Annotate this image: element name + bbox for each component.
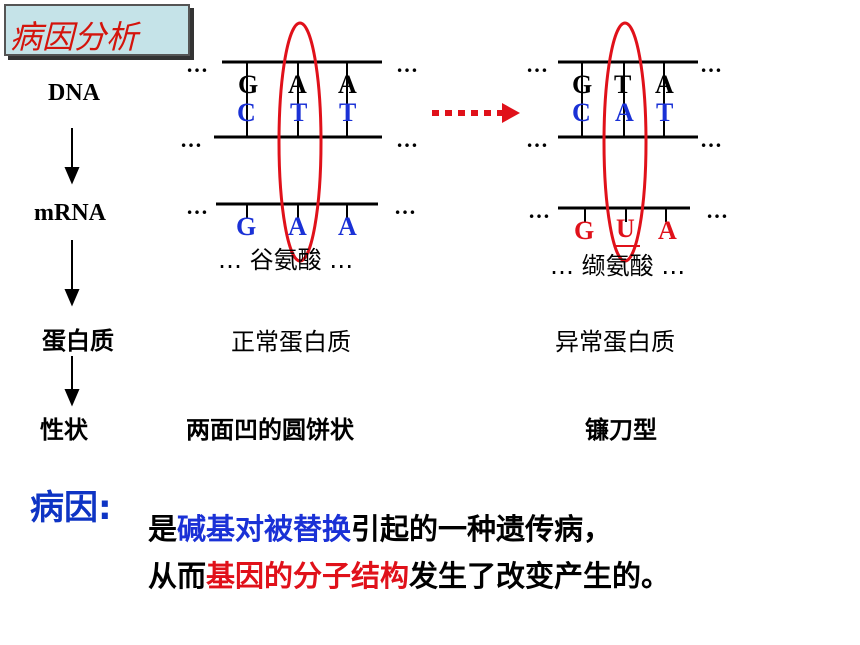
ellipsis: … [700,52,722,77]
cause-line-1-prefix: 是 [148,512,178,546]
ellipsis: … [700,127,722,152]
normal-dna-top-base: A [288,70,307,99]
cause-line-2: 从而基因的分子结构发生了改变产生的。 [148,553,670,595]
normal-mrna-base: A [338,212,357,241]
abnormal-dna-top-base: T [614,70,632,99]
abnormal-trait: 镰刀型 [585,416,657,444]
ellipsis: … [186,194,208,219]
normal-dna-top-base: A [338,70,357,99]
abnormal-mrna-base: G [574,216,595,245]
ellipsis: … [396,127,418,152]
cause-label: 病因: [30,488,112,528]
normal-protein: 正常蛋白质 [231,328,351,356]
normal-mrna-base: G [236,212,257,241]
cause-line-2-suffix: 发生了改变产生的。 [409,559,671,593]
abnormal-dna-bottom-base: A [615,98,634,127]
normal-highlight-oval [277,21,323,263]
label-trait: 性状 [40,416,88,444]
abnormal-dna-bottom-base: T [656,98,674,127]
arrow-protein-to-trait [64,389,80,407]
label-protein: 蛋白质 [42,327,114,355]
abnormal-mrna-base: U [616,214,635,243]
normal-dna-bottom-base: T [290,98,308,127]
ellipsis: … [526,127,548,152]
abnormal-dna-top-base: G [572,70,593,99]
title-box: 病因分析 [4,4,190,56]
abnormal-dna-top-base: A [655,70,674,99]
cause-line-1-suffix: 引起的一种遗传病， [351,512,613,546]
abnormal-mrna-base: A [658,216,677,245]
normal-mrna-base: A [288,212,307,241]
normal-amino-acid: … 谷氨酸 … [218,246,354,274]
mutation-arrow-head [502,103,520,123]
normal-trait: 两面凹的圆饼状 [186,416,354,444]
ellipsis: … [394,194,416,219]
ellipsis: … [706,198,728,223]
abnormal-protein: 异常蛋白质 [555,328,675,356]
arrow-mrna-to-protein [64,289,80,307]
ellipsis: … [528,198,550,223]
cause-line-1: 是碱基对被替换引起的一种遗传病， [148,506,612,548]
ellipsis: … [180,127,202,152]
abnormal-dna-bottom-base: C [572,98,591,127]
abnormal-highlight-oval [602,21,648,263]
ellipsis: … [396,52,418,77]
cause-line-2-prefix: 从而 [148,559,207,593]
cause-line-1-highlight: 碱基对被替换 [177,512,352,546]
arrow-dna-to-mrna [64,167,80,185]
normal-dna-bottom-base: T [339,98,357,127]
slide-title: 病因分析 [10,18,139,56]
label-mrna: mRNA [34,200,106,226]
normal-dna-top-base: G [238,70,259,99]
ellipsis: … [526,52,548,77]
abnormal-amino-acid: … 缬氨酸 … [550,252,686,280]
label-dna: DNA [48,80,100,106]
cause-line-2-highlight: 基因的分子结构 [206,559,410,593]
normal-dna-bottom-base: C [237,98,256,127]
ellipsis: … [186,52,208,77]
